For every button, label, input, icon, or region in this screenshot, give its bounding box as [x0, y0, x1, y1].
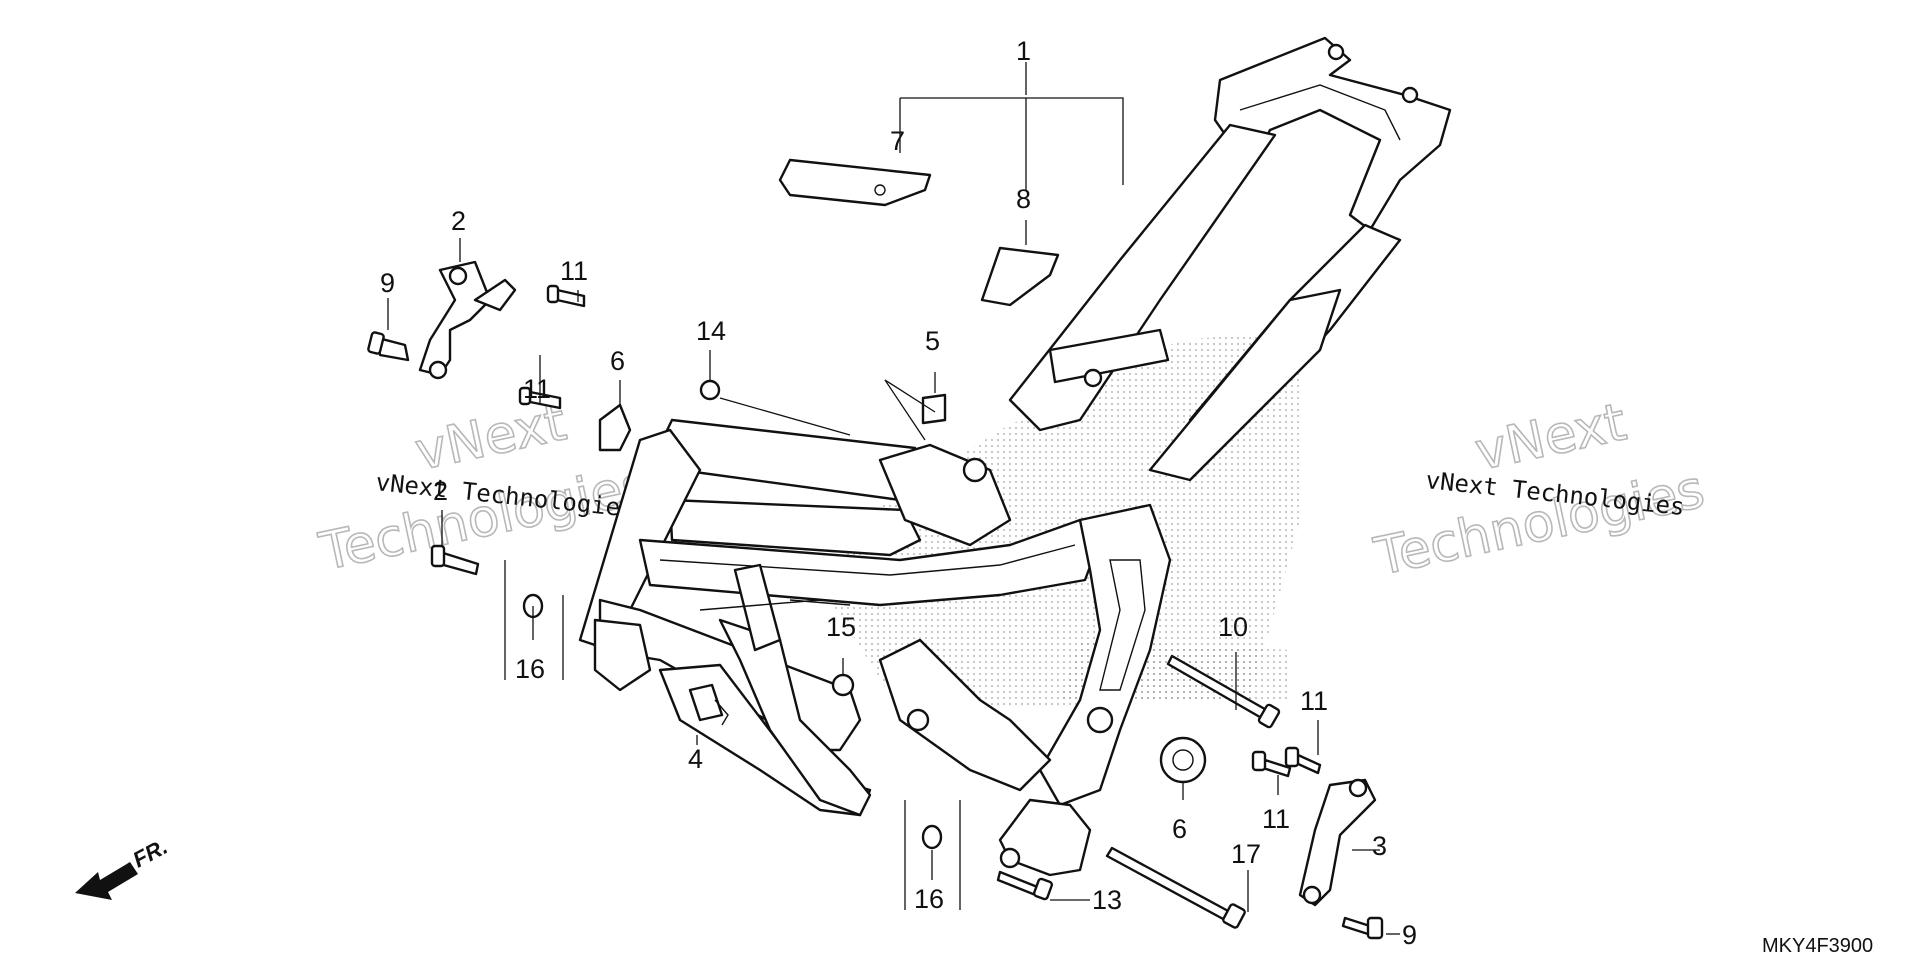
front-direction-indicator: FR. — [75, 834, 172, 900]
callout-14: 14 — [696, 316, 726, 346]
part-3-lower-bracket — [1298, 778, 1377, 907]
watermark-right: vNext Technologies vNext Technologies — [1368, 392, 1710, 589]
arrow-left-down-icon — [75, 862, 138, 900]
callout-13: 13 — [1092, 885, 1122, 915]
part-4-clamp — [688, 683, 729, 726]
callout-11-right-lower: 11 — [1262, 804, 1290, 834]
callout-16-left: 16 — [515, 654, 545, 684]
part-7-plate — [778, 158, 932, 207]
bolts — [367, 284, 1384, 940]
part-8-plate — [980, 246, 1060, 307]
main-frame — [578, 36, 1452, 877]
callout-17: 17 — [1231, 839, 1261, 869]
callout-9-lower: 9 — [1402, 920, 1417, 950]
part-5-collar — [921, 393, 947, 425]
callout-10: 10 — [1218, 612, 1248, 642]
callout-2-upper: 2 — [451, 206, 466, 236]
callout-5: 5 — [925, 326, 940, 356]
callout-11-top-right: 11 — [560, 256, 588, 286]
callout-6-lower: 6 — [1172, 814, 1187, 844]
callout-2-lower: 2 — [433, 476, 448, 506]
callout-7: 7 — [890, 126, 905, 156]
callout-4: 4 — [688, 744, 703, 774]
callout-15: 15 — [826, 612, 856, 642]
callout-3: 3 — [1372, 831, 1387, 861]
part-2-upper-bracket — [418, 260, 517, 380]
document-code: MKY4F3900 — [1762, 935, 1873, 957]
leader-lines — [387, 62, 1400, 935]
callout-11-right-upper: 11 — [1300, 686, 1328, 716]
callouts: 1 2 2 3 4 5 6 6 7 8 9 9 10 11 11 11 11 1… — [380, 36, 1417, 950]
part-6-mount-bottom — [1159, 736, 1207, 784]
callout-16-right: 16 — [914, 884, 944, 914]
callout-9-upper: 9 — [380, 268, 395, 298]
part-15-nut — [831, 673, 855, 697]
front-label: FR. — [129, 834, 172, 873]
watermark-line1: vNext — [1470, 392, 1631, 482]
callout-8: 8 — [1016, 184, 1031, 214]
callout-11-top-left: 11 — [523, 374, 551, 404]
callout-6-upper: 6 — [610, 346, 625, 376]
callout-1: 1 — [1016, 36, 1031, 66]
part-14-nut — [699, 379, 721, 401]
part-6-mount-top — [598, 403, 632, 452]
